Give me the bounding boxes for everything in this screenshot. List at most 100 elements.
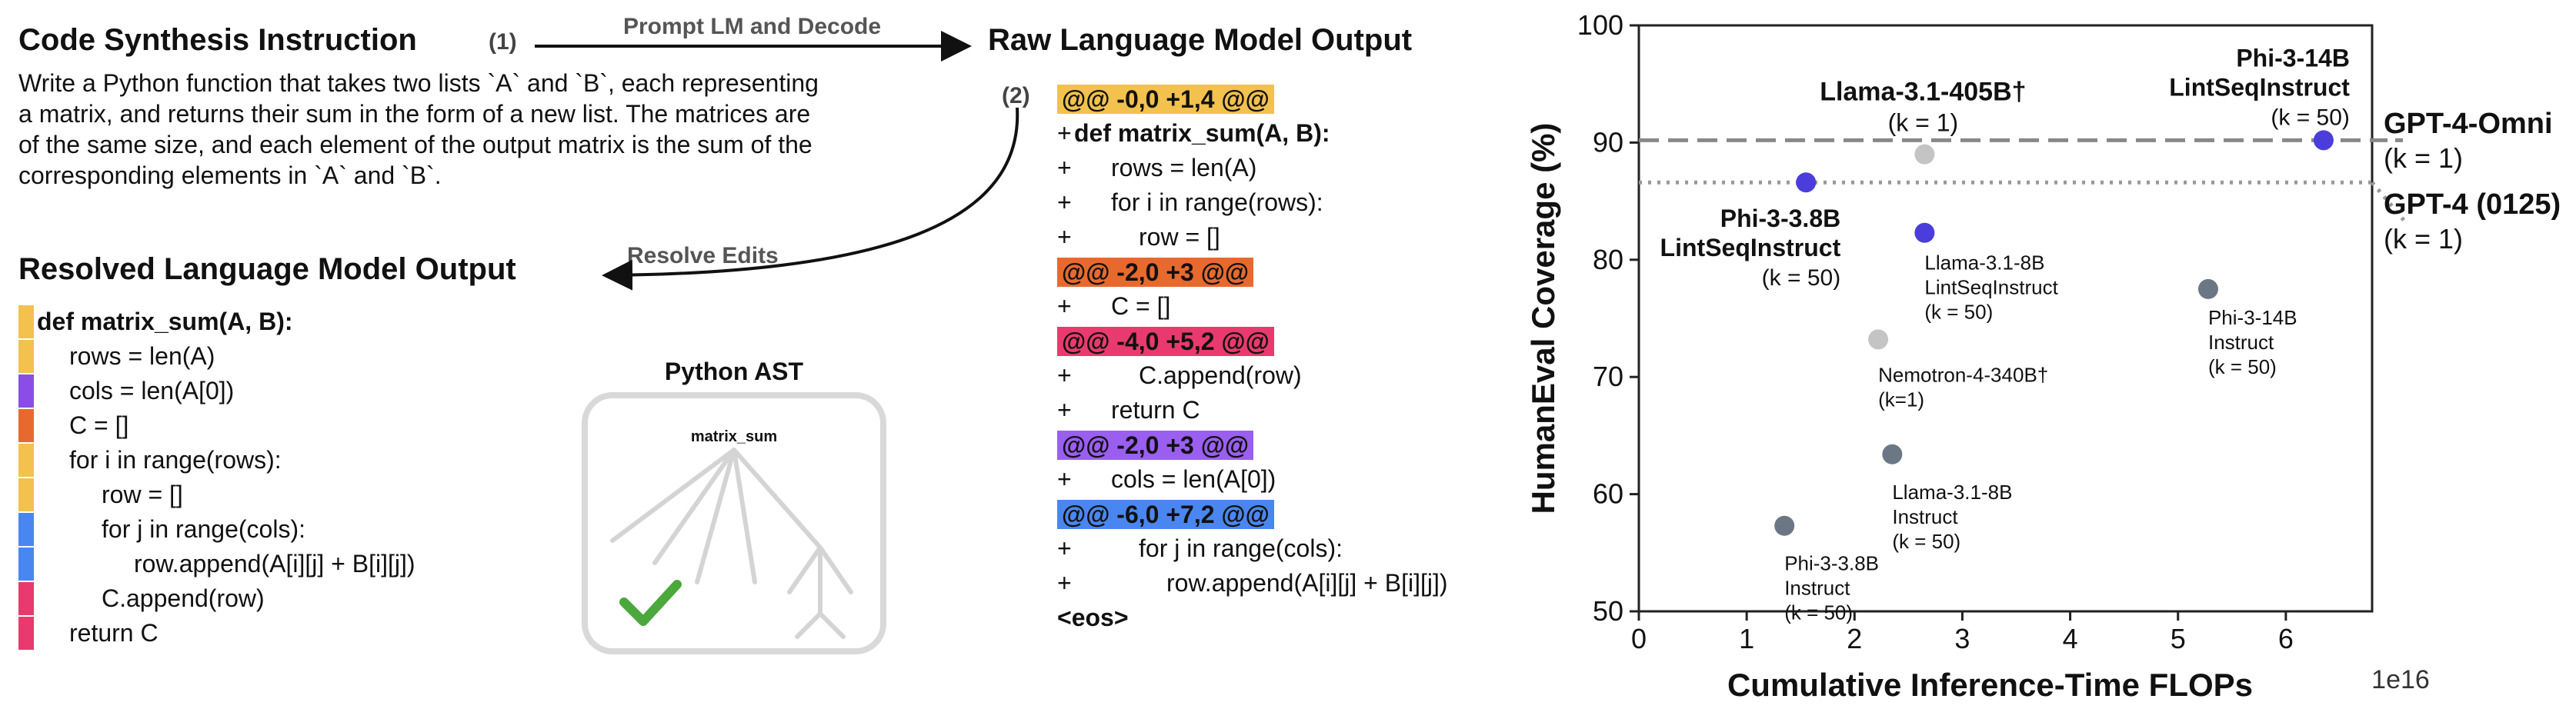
- data-point: [2197, 278, 2218, 299]
- diff-plus-prefix: +: [1057, 223, 1072, 251]
- diff-code-text: rows = len(A): [1111, 154, 1257, 181]
- point-label: (k = 50): [2208, 355, 2277, 378]
- plot-frame: [1637, 24, 2374, 613]
- x-tick-label: 2: [1847, 623, 1862, 654]
- y-tick-label: 70: [1593, 361, 1623, 392]
- diff-hunk-header: @@ -0,0 +1,4 @@: [1057, 82, 1274, 116]
- point-label: Llama-3.1-8B: [1924, 251, 2044, 275]
- diff-code-text: return C: [1111, 396, 1200, 424]
- diff-plus-prefix: +: [1057, 465, 1072, 493]
- resolved-code-line: C = []: [69, 411, 129, 439]
- ast-edge: [652, 448, 736, 565]
- instruction-line: a matrix, and returns their sum in the f…: [18, 100, 811, 128]
- diff-added-line: +for i in range(rows):: [1057, 185, 1323, 220]
- resolved-code-line: for i in range(rows):: [69, 446, 282, 474]
- y-tick-label: 80: [1593, 244, 1623, 275]
- edit-color-bar: [18, 305, 34, 338]
- raw-code-block: @@ -0,0 +1,4 @@+def matrix_sum(A, B):+ro…: [1057, 82, 1550, 658]
- x-tick-label: 4: [2063, 623, 2078, 654]
- ast-tree: [610, 448, 853, 639]
- x-scale-label: 1e16: [2371, 665, 2430, 694]
- point-label: LintSeqInstruct: [1660, 234, 1841, 261]
- point-label: (k = 50): [1784, 601, 1853, 624]
- point-label: Instruct: [1784, 577, 1850, 600]
- data-point: [1914, 144, 1935, 165]
- resolved-code-line: row = []: [102, 481, 183, 508]
- prompt-arrow-label: Prompt LM and Decode: [623, 14, 882, 39]
- x-axis-label: Cumulative Inference-Time FLOPs: [1727, 667, 2253, 703]
- point-label: Instruct: [1892, 505, 1958, 528]
- data-point: [1774, 515, 1795, 536]
- instruction-line: of the same size, and each element of th…: [18, 131, 813, 158]
- edit-color-bar: [18, 513, 34, 546]
- diff-hunk-header: @@ -2,0 +3 @@: [1057, 255, 1254, 289]
- python-ast-box: [582, 392, 886, 654]
- reference-label: (k = 1): [2384, 223, 2463, 255]
- eos-token: <eos>: [1057, 604, 1129, 631]
- edit-color-bar: [18, 478, 34, 511]
- y-tick-label: 90: [1593, 126, 1623, 158]
- diff-plus-prefix: +: [1057, 569, 1072, 597]
- resolve-arrow-label: Resolve Edits: [627, 243, 779, 268]
- flow-arrows: [535, 31, 1019, 291]
- reference-label: (k = 1): [2384, 142, 2463, 174]
- edit-color-bar: [18, 582, 34, 615]
- point-label: (k = 50): [1892, 530, 1960, 553]
- diff-code-text: C.append(row): [1139, 361, 1302, 389]
- diff-hunk-header: @@ -4,0 +5,2 @@: [1057, 324, 1274, 358]
- diff-plus-prefix: +: [1057, 119, 1072, 147]
- x-tick-label: 6: [2278, 623, 2294, 654]
- diff-code-text: for j in range(cols):: [1139, 534, 1343, 562]
- point-label: Phi-3-3.8B: [1784, 552, 1879, 575]
- point-label: (k = 50): [1762, 265, 1841, 291]
- data-point: [1914, 222, 1935, 243]
- data-point: [1882, 444, 1903, 464]
- point-label: Nemotron-4-340B†: [1878, 363, 2048, 386]
- y-tick-label: 100: [1577, 9, 1623, 41]
- point-label: Llama-3.1-8B: [1892, 481, 2012, 504]
- raw-output-title: Raw Language Model Output: [988, 23, 1413, 57]
- edit-color-bar: [18, 548, 34, 581]
- point-label: (k = 50): [2271, 105, 2350, 130]
- diff-plus-prefix: +: [1057, 361, 1072, 389]
- point-label: (k = 1): [1888, 109, 1959, 137]
- edit-color-bar: [18, 617, 34, 650]
- ast-edge: [795, 611, 823, 639]
- instruction-text: Write a Python function that takes two l…: [18, 68, 973, 191]
- diff-plus-prefix: +: [1057, 534, 1072, 562]
- point-label: LintSeqInstruct: [2169, 73, 2350, 101]
- diff-code-text: row.append(A[i][j] + B[i][j]): [1166, 569, 1448, 597]
- diff-added-line: + C.append(row): [1057, 358, 1302, 393]
- y-tick-label: 60: [1593, 478, 1623, 510]
- point-label: Llama-3.1-405B†: [1820, 78, 2026, 107]
- ast-title: Python AST: [664, 358, 804, 385]
- hunk-label: @@ -4,0 +5,2 @@: [1057, 326, 1274, 356]
- checkmark-icon: [619, 580, 682, 626]
- diff-added-line: + rows = len(A): [1057, 151, 1256, 185]
- diff-code-text: C = []: [1111, 292, 1171, 320]
- hunk-label: @@ -0,0 +1,4 @@: [1057, 84, 1274, 114]
- x-tick-label: 0: [1631, 623, 1647, 654]
- resolved-code-line: def matrix_sum(A, B):: [37, 308, 293, 335]
- diff-added-line: +return C: [1057, 393, 1200, 428]
- ast-edge: [732, 448, 823, 550]
- ast-edge: [610, 448, 736, 543]
- diff-hunk-header: @@ -6,0 +7,2 @@: [1057, 497, 1274, 531]
- diff-plus-prefix: +: [1057, 188, 1072, 216]
- instruction-title: Code Synthesis Instruction: [18, 23, 417, 57]
- x-tick-label: 3: [1954, 623, 1970, 654]
- diff-added-line: + for j in range(cols):: [1057, 531, 1343, 566]
- diff-plus-prefix: +: [1057, 154, 1072, 181]
- edit-color-bar: [18, 444, 34, 477]
- resolved-code-line: rows = len(A): [69, 342, 215, 370]
- instruction-line: corresponding elements in `A` and `B`.: [18, 161, 442, 189]
- step-2-label: (2): [1002, 83, 1030, 108]
- reference-label: GPT-4 (0125): [2384, 188, 2561, 221]
- ast-edge: [732, 448, 757, 584]
- ast-root-label: matrix_sum: [690, 428, 778, 445]
- diff-hunk-header: @@ -2,0 +3 @@: [1057, 428, 1254, 462]
- ast-edge: [695, 448, 736, 584]
- y-axis-label: HumanEval Coverage (%): [1525, 123, 1561, 514]
- resolved-code-line: cols = len(A[0]): [69, 377, 235, 404]
- diff-plus-prefix: +: [1057, 292, 1072, 320]
